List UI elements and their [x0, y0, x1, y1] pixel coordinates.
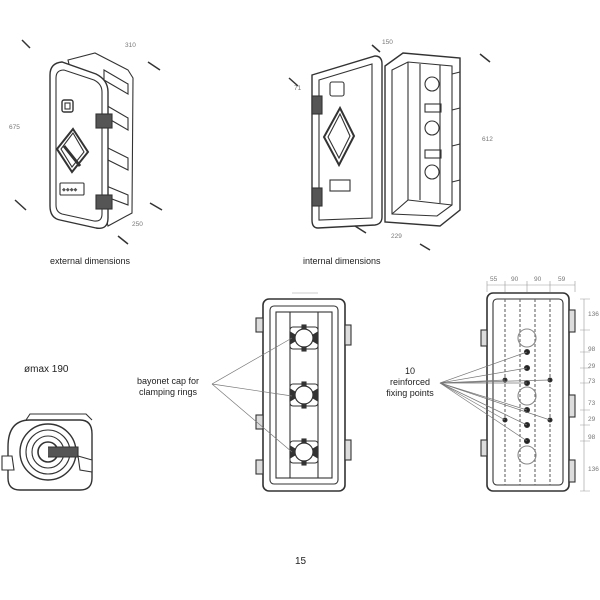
bayonet-cap-label-line2: clamping rings: [138, 387, 198, 397]
bayonet-leader-lines: [211, 337, 293, 453]
top-dim-2: 90: [511, 276, 519, 283]
side-dim-6: 29: [588, 416, 596, 423]
internal-width-dim: 229: [391, 233, 402, 240]
internal-depth-dim: 150: [382, 39, 393, 46]
side-dim-5: 73: [588, 400, 596, 407]
external-width-dim: 250: [132, 221, 143, 228]
svg-text:◆◆◆◆: ◆◆◆◆: [62, 187, 78, 193]
internal-height-dim: 612: [482, 136, 493, 143]
top-dim-4: 59: [558, 276, 566, 283]
external-depth-dim: 310: [125, 42, 136, 49]
fixing-leader-lines: [439, 351, 551, 442]
top-dim-3: 90: [534, 276, 542, 283]
top-dim-1: 55: [490, 276, 498, 283]
external-box-drawing: ◆◆◆◆: [14, 39, 163, 245]
side-dim-8: 136: [588, 466, 599, 473]
external-height-dim: 675: [9, 124, 20, 131]
internal-dimensions-caption: internal dimensions: [303, 256, 381, 266]
side-dim-1: 136: [588, 311, 599, 318]
bayonet-cap-label: bayonet cap for clamping rings: [128, 376, 208, 398]
back-view-drawing: [480, 292, 576, 492]
front-view-drawing: [255, 292, 352, 492]
page-number: 15: [295, 556, 307, 567]
internal-gap-dim: 71: [294, 85, 302, 92]
fixing-points-line2: reinforced: [389, 377, 431, 387]
back-view-dimension-lines: [486, 281, 590, 492]
side-dim-7: 98: [588, 434, 596, 441]
bayonet-cap-label-line1: bayonet cap for: [136, 376, 200, 386]
external-dimensions-caption: external dimensions: [50, 256, 131, 266]
extinguisher-roll-drawing: [1, 413, 93, 491]
fixing-points-line3: fixing points: [386, 388, 434, 398]
diameter-label: ømax 190: [24, 364, 69, 375]
side-dim-2: 98: [588, 346, 596, 353]
fixing-points-count: 10: [404, 366, 415, 376]
internal-box-drawing: [288, 44, 491, 251]
fixing-points-label: 10 reinforced fixing points: [380, 366, 440, 399]
side-dim-3: 29: [588, 363, 596, 370]
side-dim-4: 73: [588, 378, 596, 385]
